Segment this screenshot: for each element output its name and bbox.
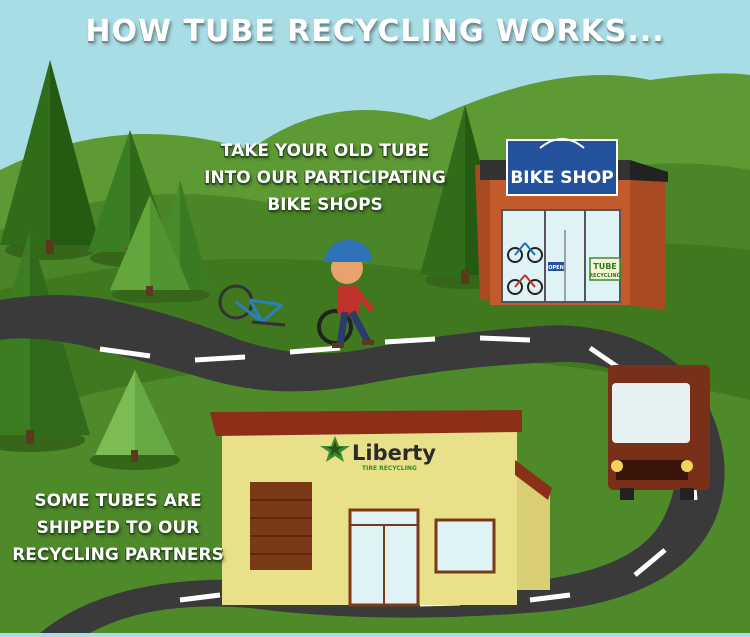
shop-sign: BIKE SHOP [510,168,613,188]
step-2-line-1: Some tubes are [34,491,202,511]
step-1-line-2: into our participating [204,168,446,188]
liberty-star-logo [320,436,350,462]
step-1-caption: Take your old tube into our participatin… [200,138,450,219]
bike-shop-building [475,138,668,310]
warehouse-building [210,410,552,607]
step-1-line-3: bike shops [267,195,383,215]
bicycle-icon [507,242,543,295]
step-2-caption: Some tubes are shipped to our recycling … [8,488,228,569]
recycler-name: Liberty [352,441,436,465]
step-2-line-3: recycling partners [12,545,224,565]
page-title: How tube recycling works... [85,14,665,49]
tree-icon [90,370,180,470]
open-sign: OPEN [548,265,564,271]
recycler-tagline: TIRE RECYCLING [362,465,417,472]
tube-recycling-sign-line1: TUBE [593,262,617,271]
tree-icon [110,195,190,303]
tube-recycling-sign-line2: RECYCLING [589,273,620,279]
cyclist-icon [317,240,375,348]
step-2-line-2: shipped to our [36,518,200,538]
truck-icon [608,365,710,500]
step-1-line-1: Take your old tube [220,141,430,161]
bicycle-icon [218,284,286,327]
